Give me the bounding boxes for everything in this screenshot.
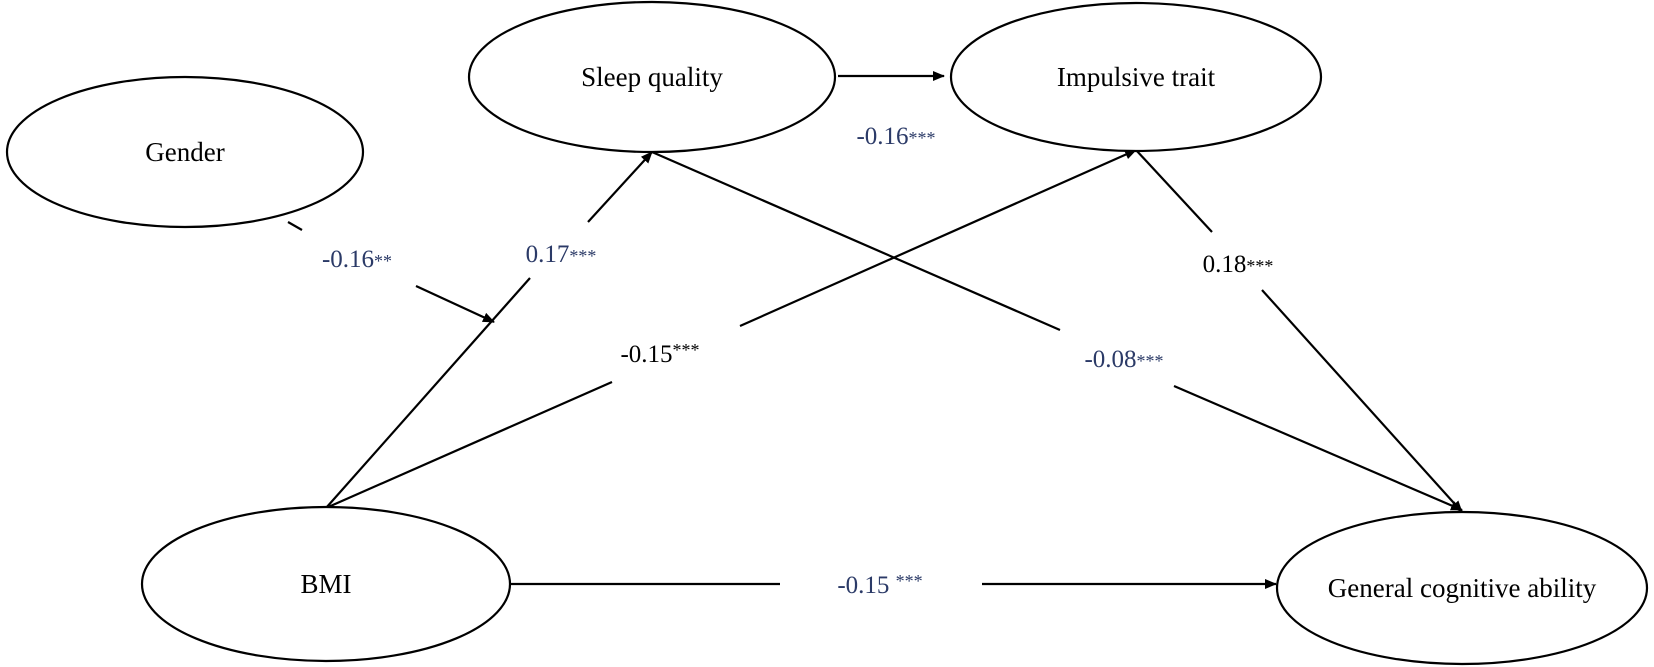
coef-sleep-to-cognitive: -0.08***	[1084, 346, 1163, 373]
edge-sleep-to-cognitive-lower	[1173, 384, 1463, 512]
node-sleep-quality-label: Sleep quality	[581, 62, 723, 92]
node-impulsive-trait[interactable]: Impulsive trait	[949, 1, 1323, 153]
edge-gender-moderation-upper	[287, 221, 303, 231]
edge-impulsive-to-cognitive-upper	[1135, 149, 1213, 233]
coef-gender-moderation-value: -0.16	[322, 246, 374, 273]
coef-gender-moderation: -0.16**	[322, 246, 392, 273]
coef-impulsive-to-cognitive-value: 0.18	[1203, 251, 1247, 278]
coef-sleep-to-cognitive-stars: ***	[1137, 351, 1164, 371]
coef-bmi-to-impulsive-stars: ***	[673, 340, 700, 360]
coef-bmi-to-sleep-value: 0.17	[526, 241, 570, 268]
node-general-cognitive-ability[interactable]: General cognitive ability	[1275, 510, 1649, 666]
coef-bmi-to-impulsive: -0.15***	[620, 340, 699, 368]
node-bmi-label: BMI	[300, 569, 351, 599]
edge-sleep-to-cognitive-upper	[651, 150, 1061, 332]
node-gender-label: Gender	[145, 137, 224, 167]
coef-sleep-to-cognitive-value: -0.08	[1084, 346, 1136, 373]
node-gender-ellipse	[5, 75, 365, 229]
edge-bmi-to-impulsive-upper	[739, 148, 1137, 328]
coef-bmi-to-cognitive-value: -0.15	[837, 572, 895, 599]
node-general-cognitive-ability-ellipse	[1275, 510, 1649, 666]
coef-impulsive-to-cognitive: 0.18***	[1203, 251, 1274, 278]
node-impulsive-trait-label: Impulsive trait	[1057, 62, 1216, 92]
coef-impulsive-to-cognitive-stars: ***	[1246, 256, 1273, 276]
node-bmi[interactable]: BMI	[140, 505, 512, 663]
edge-gender-moderation-lower	[415, 285, 495, 323]
coef-sleep-to-impulsive-stars: ***	[909, 128, 936, 148]
node-sleep-quality-ellipse	[467, 0, 837, 154]
edge-bmi-to-sleep-upper	[587, 151, 653, 223]
coef-gender-moderation-stars: **	[374, 251, 392, 271]
node-bmi-ellipse	[140, 505, 512, 663]
coef-sleep-to-impulsive: -0.16***	[856, 123, 935, 150]
coef-bmi-to-cognitive-stars: ***	[896, 571, 923, 591]
node-gender[interactable]: Gender	[5, 75, 365, 229]
coef-bmi-to-impulsive-value: -0.15	[620, 341, 672, 368]
edge-bmi-to-impulsive-lower	[325, 380, 613, 510]
edge-impulsive-to-cognitive-lower	[1261, 289, 1463, 513]
coef-bmi-to-sleep-stars: ***	[569, 246, 596, 266]
edge-bmi-to-sleep-lower	[325, 277, 531, 509]
node-general-cognitive-ability-label: General cognitive ability	[1328, 573, 1597, 603]
coef-bmi-to-sleep: 0.17***	[526, 241, 597, 268]
node-sleep-quality[interactable]: Sleep quality	[467, 0, 837, 154]
coef-sleep-to-impulsive-value: -0.16	[856, 123, 908, 150]
node-impulsive-trait-ellipse	[949, 1, 1323, 153]
coef-bmi-to-cognitive: -0.15 ***	[837, 571, 922, 599]
